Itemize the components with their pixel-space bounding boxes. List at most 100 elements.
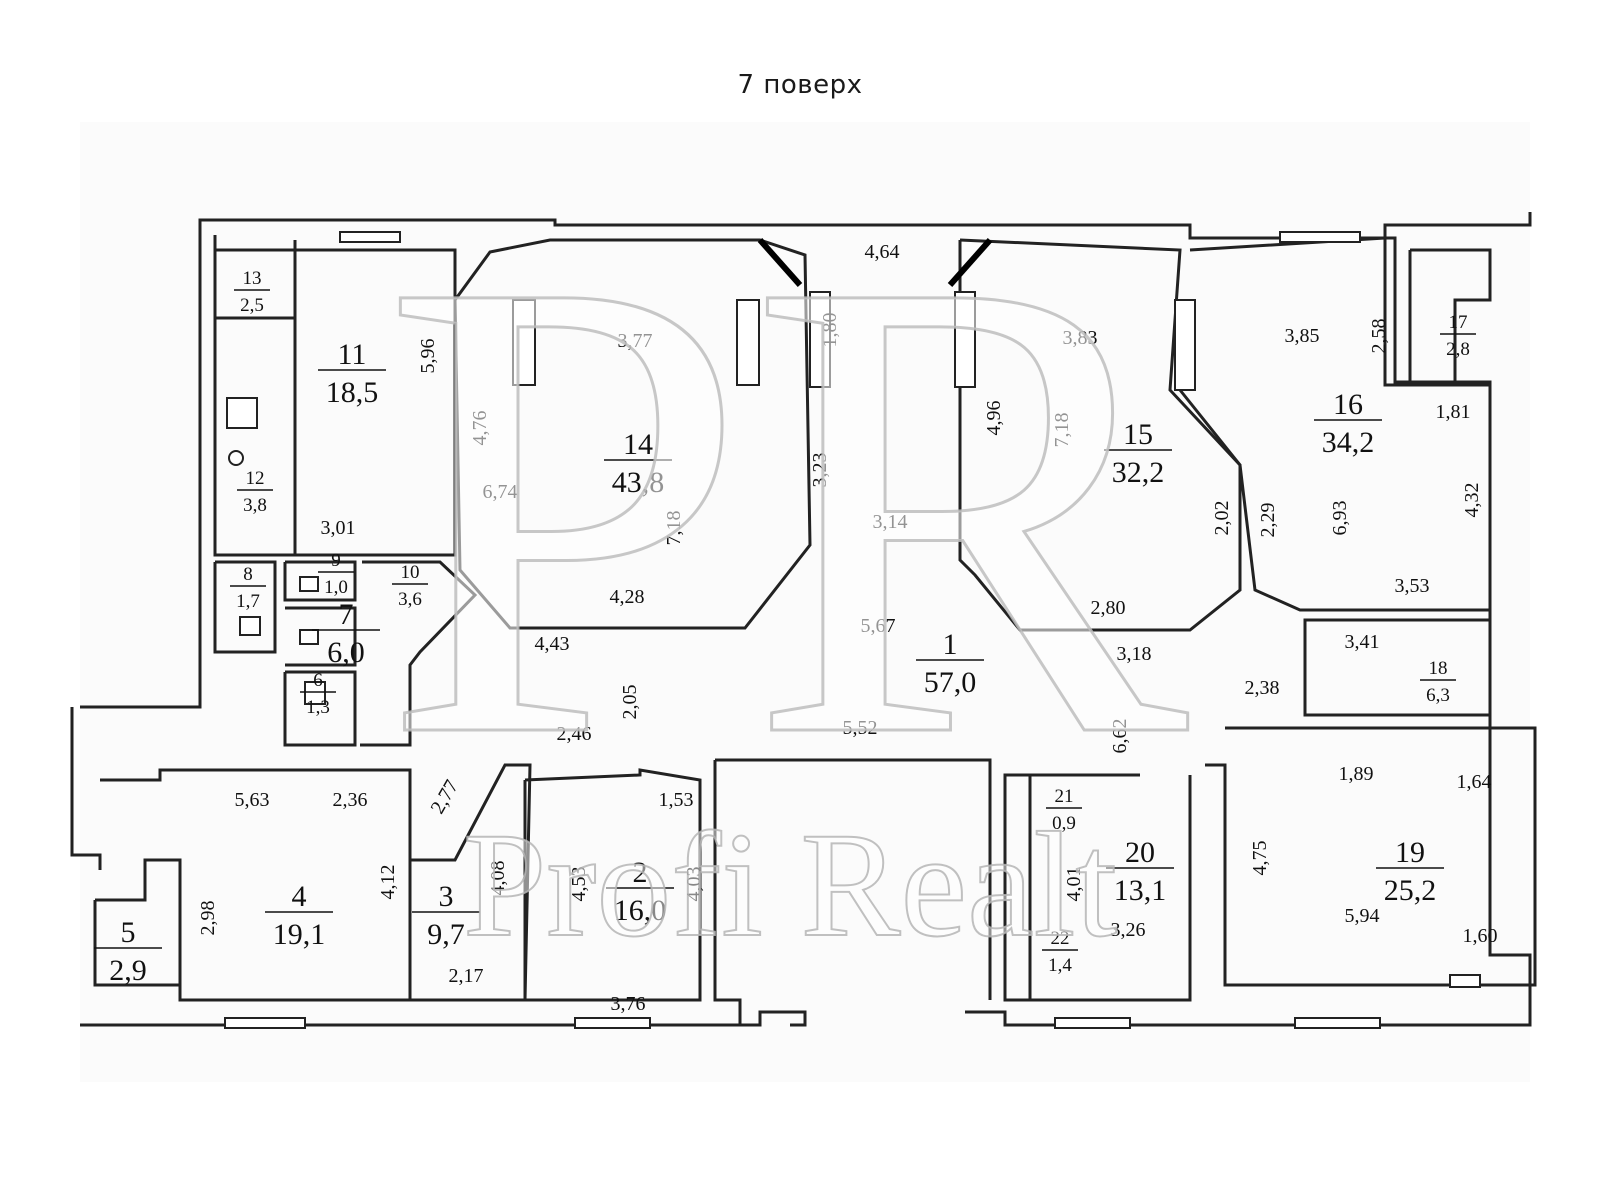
- room-number: 15: [1123, 418, 1153, 451]
- room-area: 57,0: [924, 666, 977, 699]
- room-number: 11: [338, 338, 367, 371]
- wall-room-18: [1303, 618, 1492, 717]
- room-number: 21: [1055, 786, 1074, 807]
- wall-room-20: [1003, 773, 1192, 1002]
- dimension-label: 1,64: [1457, 771, 1492, 793]
- window-4: [224, 1017, 306, 1029]
- window-20: [1054, 1017, 1131, 1029]
- dimension-label: 3,76: [611, 993, 646, 1015]
- dimension-label: 3,26: [1111, 919, 1146, 941]
- dimension-label: 7,18: [663, 511, 685, 546]
- dimension-label: 4,28: [610, 586, 645, 608]
- shower-icon: [226, 397, 258, 429]
- windows: [224, 231, 1381, 1029]
- toilet-7-icon: [299, 629, 319, 645]
- room-area: 1,3: [306, 697, 330, 718]
- room-number: 12: [246, 468, 265, 489]
- fixtures: [226, 291, 1481, 988]
- room-label-12: 123,8: [237, 468, 273, 516]
- room-label-2: 216,0: [606, 856, 674, 927]
- room-area: 2,8: [1446, 339, 1470, 360]
- outer-wall-north: [80, 218, 1490, 709]
- room-area: 1,4: [1048, 955, 1072, 976]
- radiator-14-right: [736, 299, 760, 386]
- dimension-label: 2,58: [1368, 319, 1390, 354]
- dimension-label: 4,75: [1249, 841, 1271, 876]
- dimension-label: 6,62: [1109, 719, 1131, 754]
- wall-room-11: [213, 235, 457, 557]
- wall-room-16: [1178, 236, 1492, 612]
- dimension-label: 3,41: [1345, 631, 1380, 653]
- dimension-label: 3,01: [321, 517, 356, 539]
- room-area: 18,5: [326, 376, 379, 409]
- dimension-label: 5,94: [1345, 905, 1380, 927]
- dimension-label: 1,89: [1339, 763, 1374, 785]
- wall-room-6: [283, 670, 357, 747]
- dimension-label: 5,96: [417, 339, 439, 374]
- room-number: 22: [1051, 928, 1070, 949]
- wall-room-9: [283, 560, 357, 602]
- wall-middle: [715, 758, 992, 1000]
- dimension-label: 4,12: [377, 865, 399, 900]
- dimension-label: 2,29: [1257, 503, 1279, 538]
- dimension-label: 3,85: [1285, 325, 1320, 347]
- room-label-17: 172,8: [1440, 312, 1476, 360]
- dimension-label: 1,80: [819, 313, 841, 348]
- dimension-label: 3,18: [1117, 643, 1152, 665]
- dimension-label: 2,36: [333, 789, 368, 811]
- room-number: 16: [1333, 388, 1363, 421]
- room-area: 2,9: [109, 954, 147, 987]
- room-number: 17: [1449, 312, 1468, 333]
- wall-middle-west: [713, 760, 742, 1025]
- room-number: 5: [121, 916, 136, 949]
- toilet-icon: [228, 450, 244, 466]
- room-number: 8: [243, 564, 253, 585]
- room-area: 3,8: [243, 495, 267, 516]
- room-area: 32,2: [1112, 456, 1165, 489]
- room-area: 6,0: [327, 636, 365, 669]
- radiator-19: [1449, 974, 1481, 988]
- dimension-label: 1,81: [1436, 401, 1471, 423]
- room-number: 13: [243, 268, 262, 289]
- room-labels: 157,0216,039,7419,152,961,376,081,791,01…: [94, 268, 1476, 987]
- room-number: 14: [623, 428, 653, 461]
- dimension-label: 3,14: [873, 511, 908, 533]
- dimension-label: 4,64: [865, 241, 900, 263]
- room-area: 25,2: [1384, 874, 1437, 907]
- dimension-label: 4,01: [1063, 867, 1085, 902]
- walls: [70, 212, 1537, 1027]
- dimension-label: 5,52: [843, 717, 878, 739]
- dimension-label: 4,76: [469, 411, 491, 446]
- room-area: 34,2: [1322, 426, 1375, 459]
- dimension-label: 2,98: [197, 901, 219, 936]
- wall-room-17: [1408, 248, 1492, 387]
- dimension-label: 3,53: [1395, 575, 1430, 597]
- room-area: 19,1: [273, 918, 326, 951]
- sink-8-icon: [239, 616, 261, 636]
- outer-wall-west: [70, 707, 102, 870]
- wall-room-7: [285, 606, 357, 667]
- dimension-label: 6,93: [1329, 501, 1351, 536]
- room-label-3: 39,7: [412, 880, 480, 951]
- window-11: [339, 231, 401, 243]
- door-leaf-15: [947, 238, 993, 287]
- room-label-8: 81,7: [230, 564, 266, 612]
- room-label-13: 132,5: [234, 268, 270, 316]
- room-area: 3,6: [398, 589, 422, 610]
- dimension-label: 5,67: [861, 615, 896, 637]
- wall-room-10: [360, 560, 478, 747]
- room-label-15: 15 32,2: [1104, 418, 1172, 489]
- window-16: [1279, 231, 1361, 243]
- room-number: 2: [633, 856, 648, 889]
- dimension-label: 2,17: [449, 965, 484, 987]
- room-label-9: 91,0: [318, 550, 354, 598]
- dimension-label: 4,08: [487, 861, 509, 896]
- room-label-7: 76,0: [312, 598, 380, 669]
- dimension-label: 7,18: [1051, 413, 1073, 448]
- room-area: 1,0: [324, 577, 348, 598]
- wall-room-4: [100, 768, 412, 1002]
- wall-room-19: [1205, 726, 1537, 987]
